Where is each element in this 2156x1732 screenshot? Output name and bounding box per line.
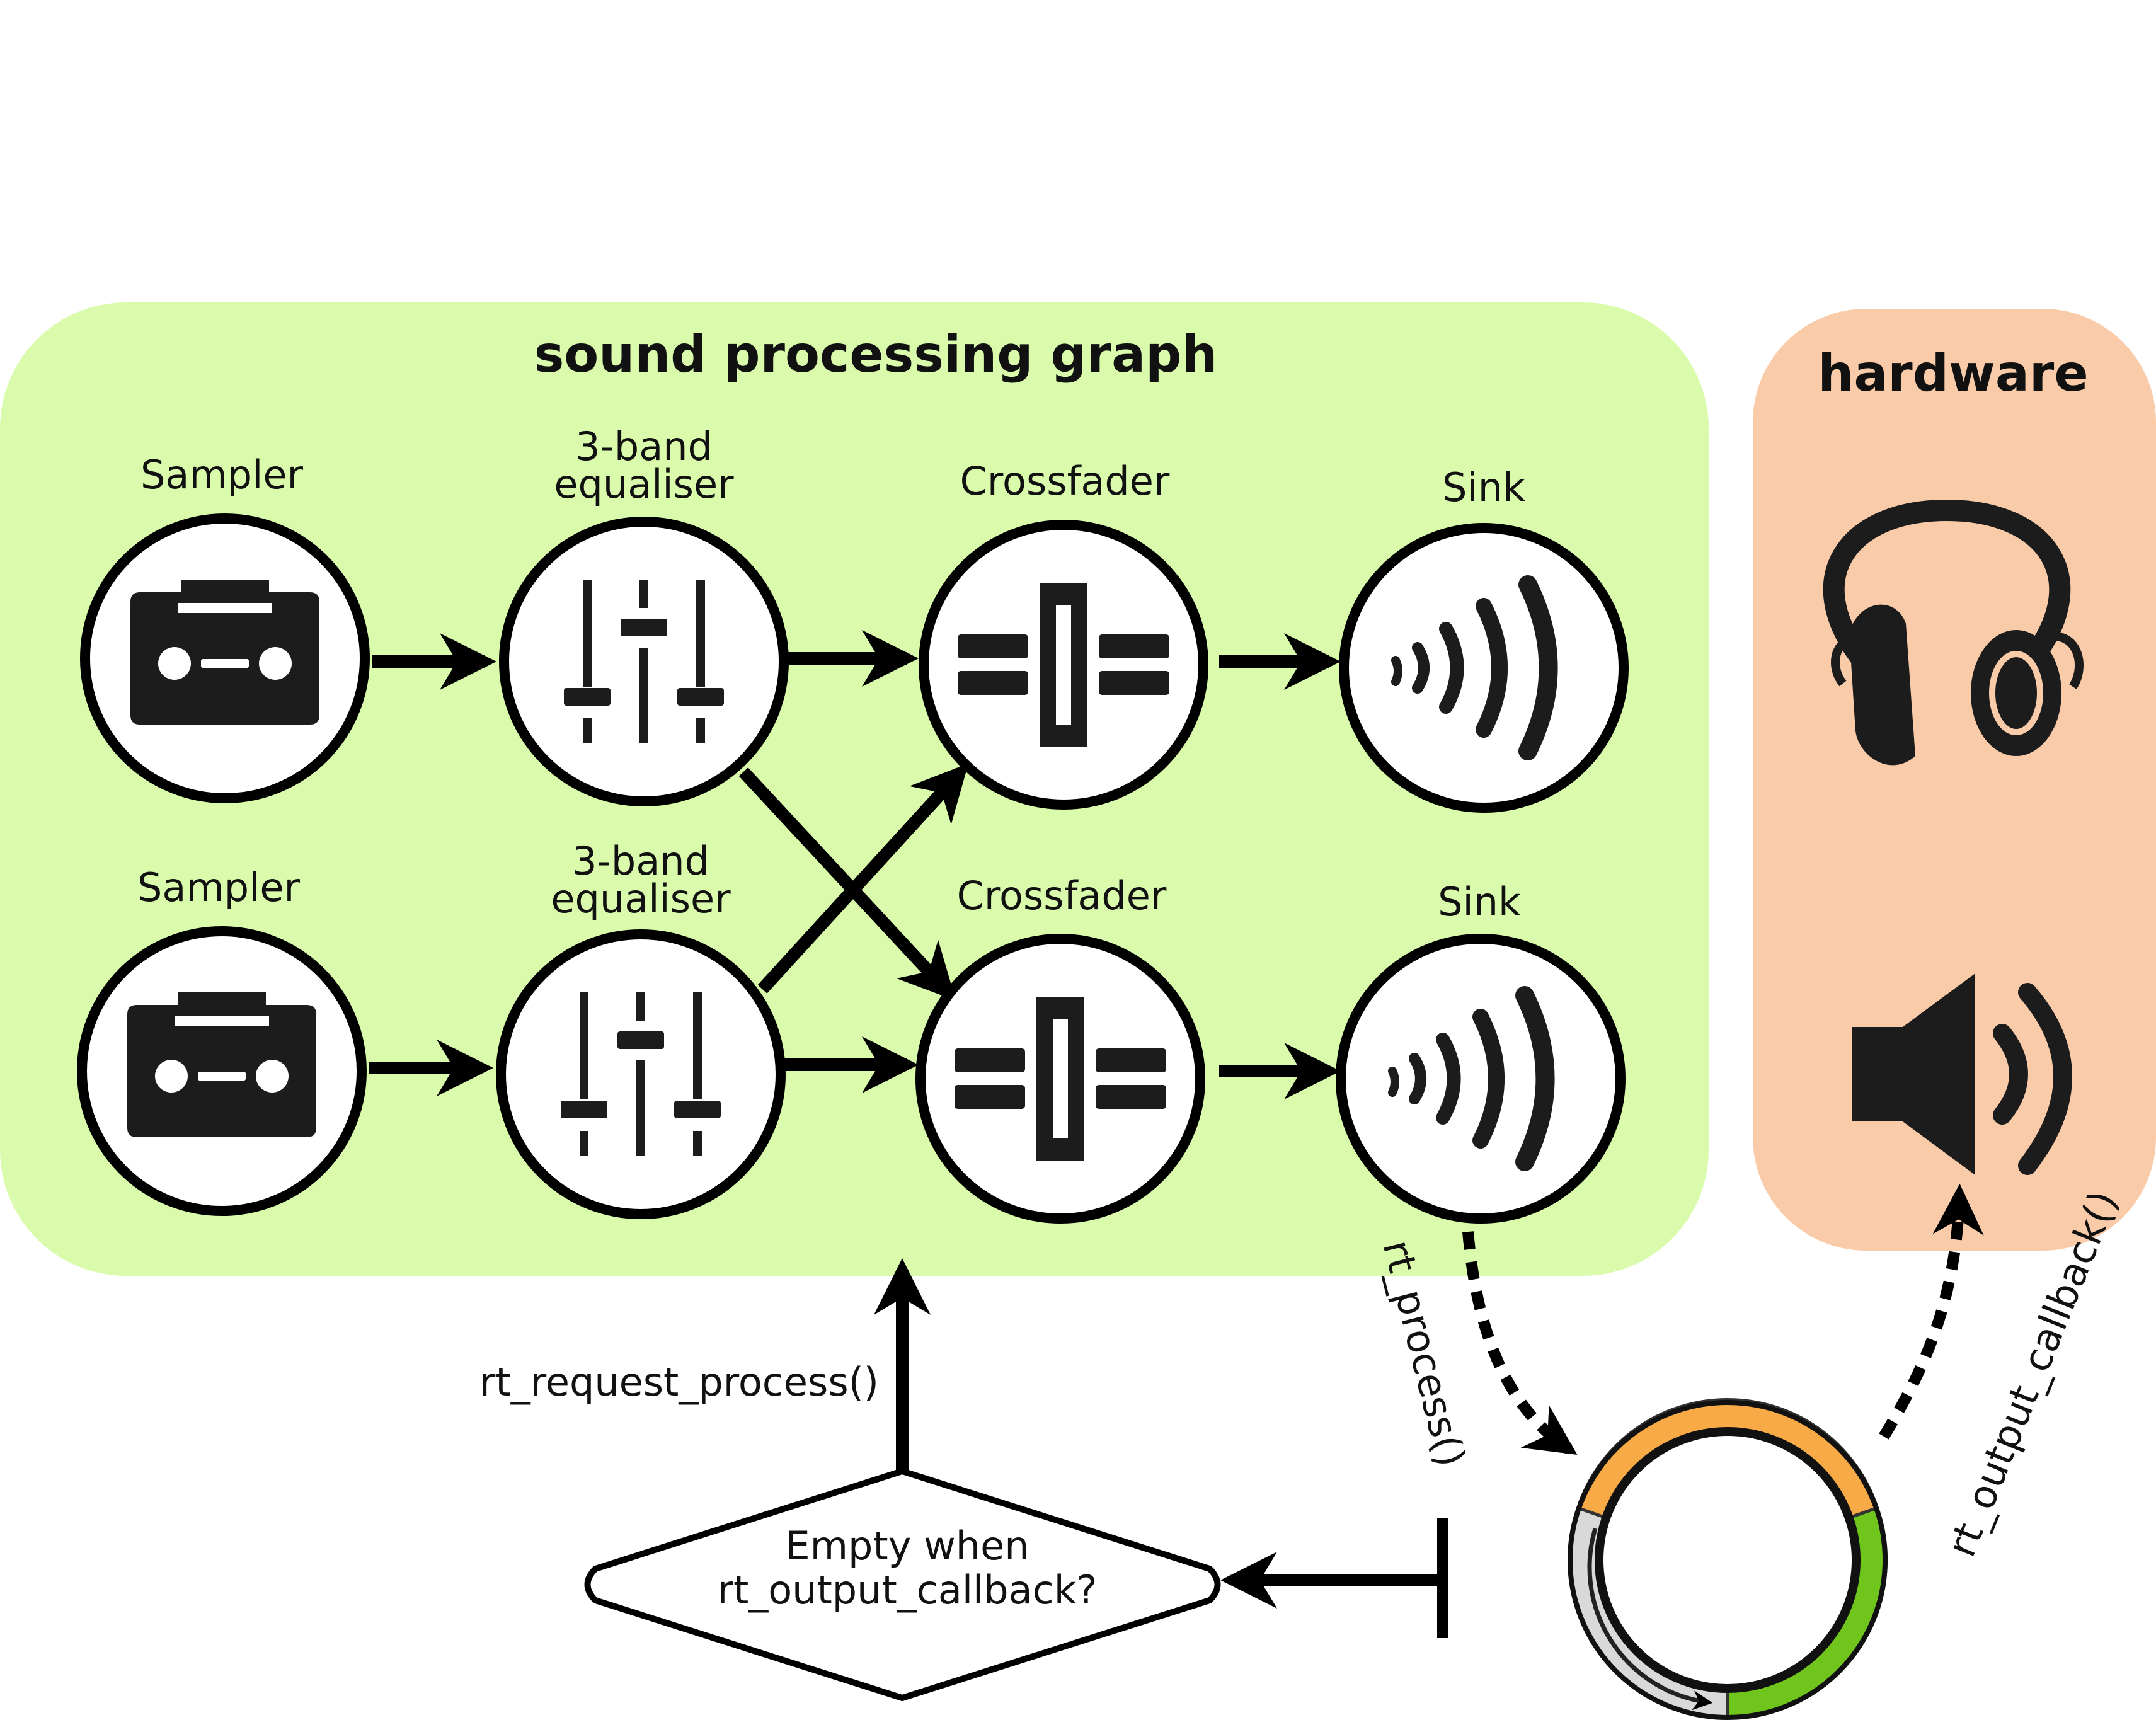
ring-buffer-icon	[1568, 1397, 1888, 1720]
sampler-top-label: Sampler	[140, 452, 303, 498]
speaker-icon	[1852, 973, 2072, 1175]
decision-line1: Empty when	[785, 1523, 1029, 1569]
cassette-icon	[130, 580, 319, 725]
eq-top-label-line2: equaliser	[554, 461, 734, 507]
eq-bottom-node	[496, 929, 786, 1219]
sampler-bottom-node	[77, 926, 367, 1216]
headphones-icon	[1823, 499, 2084, 766]
eq-bottom-label-line1: 3-band	[572, 838, 709, 884]
crossfader-bottom-label: Crossfader	[957, 873, 1167, 919]
process-arrow	[1462, 1231, 1578, 1455]
request-label: rt_request_process()	[479, 1359, 879, 1405]
sampler-bottom-label: Sampler	[137, 864, 300, 910]
crossfader-bottom-node	[915, 934, 1205, 1224]
decision-diamond: Empty when rt_output_callback?	[584, 1467, 1221, 1702]
crossfader-top-label: Crossfader	[960, 458, 1170, 504]
decision-line2: rt_output_callback?	[717, 1567, 1097, 1613]
hardware-panel-title: hardware	[1818, 344, 2088, 403]
equaliser-sliders-icon	[561, 992, 721, 1156]
output-callback-arrow	[1879, 1183, 1984, 1440]
graph-edges	[369, 630, 1341, 1099]
sink-top-label: Sink	[1442, 464, 1525, 510]
graph-panel-title: sound processing graph	[534, 325, 1218, 384]
eq-top-label-line1: 3-band	[575, 423, 713, 469]
sink-top-node	[1339, 523, 1629, 813]
equaliser-sliders-icon	[564, 580, 724, 743]
sink-bottom-label: Sink	[1438, 879, 1521, 925]
crossfader-top-node	[919, 520, 1208, 810]
sampler-top-node	[80, 513, 370, 803]
sink-bottom-node	[1336, 934, 1626, 1224]
graph-panel	[0, 302, 1709, 1276]
eq-bottom-label-line2: equaliser	[551, 876, 731, 922]
eq-top-node	[499, 517, 789, 806]
buffer-check-arrow	[1220, 1518, 1448, 1638]
cassette-icon	[127, 992, 316, 1137]
